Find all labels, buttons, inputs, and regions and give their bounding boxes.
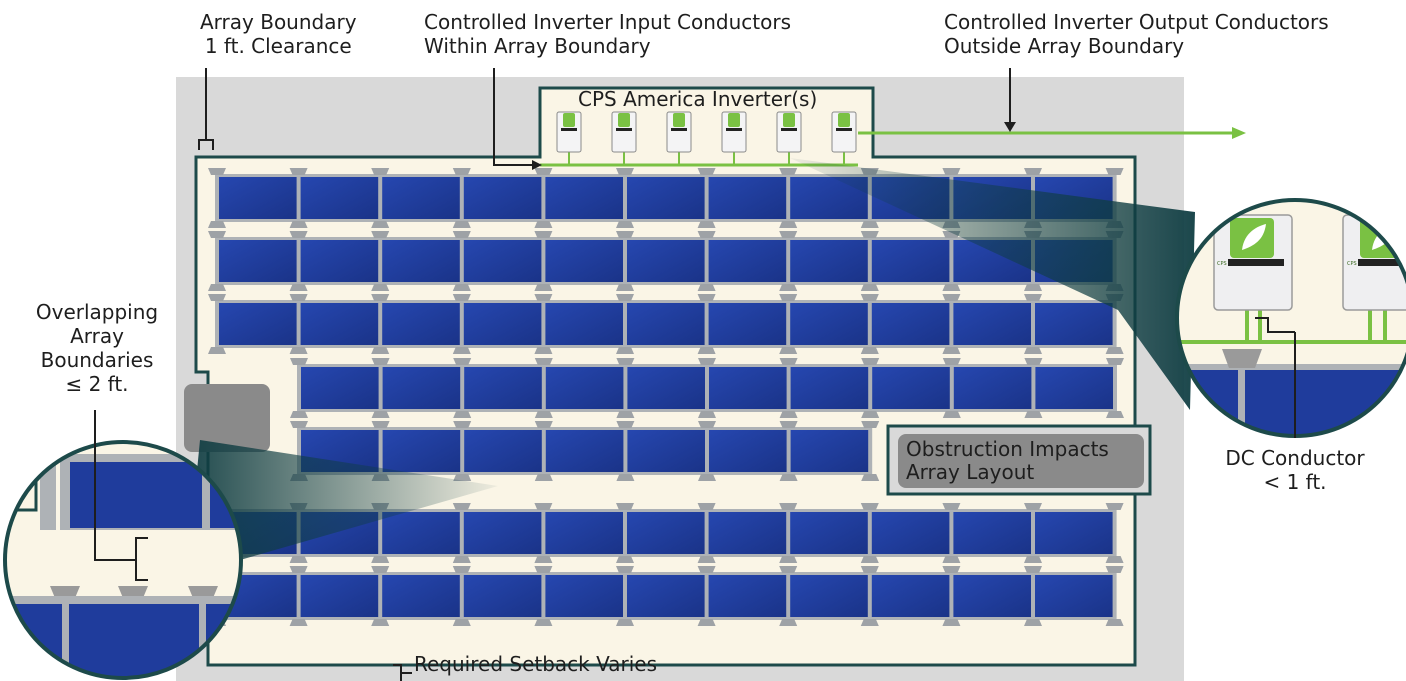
input-conductor-leader (493, 68, 532, 166)
solar-panel (219, 177, 297, 219)
solar-panel (790, 240, 868, 282)
solar-panel (300, 177, 379, 219)
solar-panel (1035, 512, 1113, 554)
solar-panel (627, 177, 705, 219)
array-boundary-label: Array Boundary 1 ft. Clearance (200, 10, 357, 58)
svg-text:CPS: CPS (1347, 261, 1357, 267)
input-arrowhead (532, 160, 542, 170)
output-arrowhead (1232, 127, 1246, 139)
solar-panel (463, 240, 542, 282)
inverter-icon (721, 111, 747, 165)
solar-panel (871, 575, 950, 617)
solar-panel (790, 430, 869, 472)
panel-row (290, 421, 880, 481)
solar-panel (709, 430, 787, 472)
solar-panel (953, 303, 1031, 345)
solar-panel (627, 367, 705, 409)
solar-panel (871, 512, 950, 554)
solar-panel (464, 367, 542, 409)
solar-panel (708, 303, 787, 345)
solar-panel (790, 512, 868, 554)
solar-panel (1035, 303, 1113, 345)
solar-panel (627, 303, 705, 345)
inverter-icon (776, 111, 802, 165)
inverter-icon (556, 111, 582, 165)
zoom-beam-left (180, 440, 498, 645)
panel-row (208, 566, 1124, 626)
solar-panel (708, 512, 787, 554)
dc-conductor-label: DC Conductor < 1 ft. (1225, 446, 1365, 494)
solar-panel (382, 575, 460, 617)
panel-row (208, 231, 1124, 291)
solar-panel (301, 367, 379, 409)
solar-panel (382, 240, 460, 282)
solar-panel (627, 575, 705, 617)
inverter-detail-magnifier: CPS CPS (1175, 198, 1406, 438)
solar-panel (300, 303, 379, 345)
solar-panel (463, 575, 542, 617)
solar-panel (872, 367, 950, 409)
solar-panel (627, 240, 705, 282)
solar-panel (1035, 367, 1113, 409)
solar-panel (464, 430, 542, 472)
solar-panel (382, 367, 461, 409)
panel-row (290, 358, 1124, 418)
solar-panel (382, 303, 460, 345)
solar-panel (545, 575, 623, 617)
setback-bracket (393, 664, 402, 681)
solar-panel (463, 177, 542, 219)
solar-panel (300, 575, 379, 617)
solar-panel (382, 177, 460, 219)
solar-panel (708, 240, 787, 282)
svg-text:CPS: CPS (1217, 261, 1227, 267)
solar-panel (790, 303, 868, 345)
inverters-label: CPS America Inverter(s) (578, 87, 818, 111)
solar-panel (545, 240, 623, 282)
solar-panel (790, 367, 869, 409)
solar-panel (463, 303, 542, 345)
solar-panel (545, 430, 624, 472)
inverter-icon (666, 111, 692, 165)
solar-panel (709, 367, 787, 409)
solar-panel (219, 303, 297, 345)
solar-panel (627, 512, 705, 554)
solar-panel (1035, 575, 1113, 617)
input-conductors-label: Controlled Inverter Input Conductors Wit… (424, 10, 791, 58)
inverter-icon (831, 111, 857, 165)
output-conductors-label: Controlled Inverter Output Conductors Ou… (944, 10, 1329, 58)
solar-panel (545, 177, 623, 219)
solar-panel (708, 575, 787, 617)
output-leader-arrowhead (1004, 122, 1016, 132)
overlap-leader (94, 410, 136, 561)
solar-panel (219, 240, 297, 282)
panel-row (208, 294, 1124, 354)
solar-panel (382, 430, 461, 472)
overlapping-boundaries-label: Overlapping Array Boundaries ≤ 2 ft. (35, 300, 159, 396)
solar-panel (790, 575, 868, 617)
obstruction-label: Obstruction Impacts Array Layout (906, 437, 1109, 484)
solar-panel (953, 512, 1031, 554)
solar-panel (953, 575, 1031, 617)
inverter-icon (611, 111, 637, 165)
zoom-beam-right (790, 158, 1195, 410)
solar-panel (545, 512, 623, 554)
dc-conductor-bracket (1255, 317, 1295, 333)
obstruction-box (898, 434, 1144, 488)
solar-panel (300, 240, 379, 282)
inverter-row (556, 111, 857, 165)
setback-label: Required Setback Varies (414, 652, 657, 676)
solar-panel (463, 512, 542, 554)
solar-panel (627, 430, 705, 472)
solar-panel (545, 303, 623, 345)
solar-panel (382, 512, 460, 554)
solar-panel (708, 177, 787, 219)
roof-obstruction (184, 384, 270, 452)
solar-panel-array (208, 168, 1124, 626)
solar-panel (871, 240, 950, 282)
solar-panel (871, 303, 950, 345)
solar-panel (545, 367, 624, 409)
solar-panel (953, 367, 1032, 409)
